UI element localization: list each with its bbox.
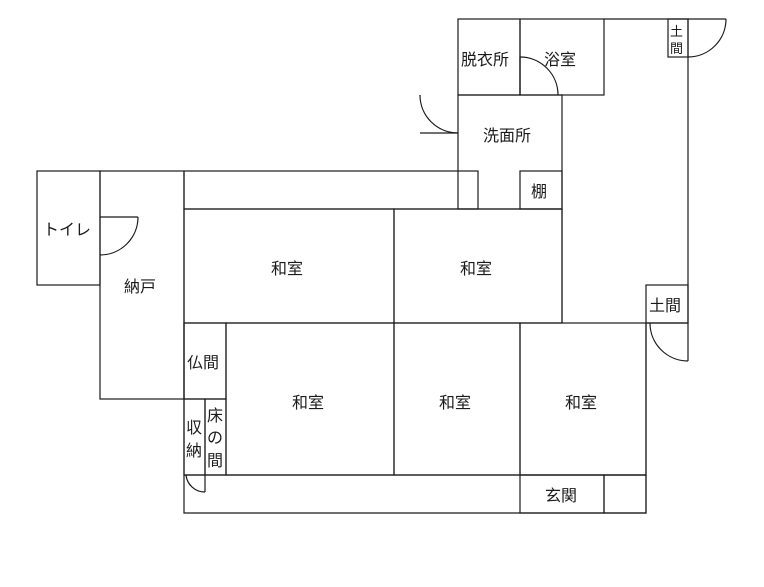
upper-corridor — [183, 170, 479, 210]
shelf-label: 棚 — [531, 182, 547, 201]
washroom-label: 洗面所 — [483, 126, 531, 145]
doma-top-label-2: 間 — [670, 42, 683, 57]
storage-room — [183, 398, 206, 476]
washitsu-lower-right-label: 和室 — [565, 393, 597, 412]
tokonoma-label-1: 床 — [207, 406, 223, 425]
storage-label-2: 納 — [186, 441, 202, 460]
washitsu-lower-middle-label: 和室 — [439, 393, 471, 412]
bathroom-label: 浴室 — [544, 50, 576, 69]
nando-label: 納戸 — [124, 277, 156, 296]
storage-label-1: 収 — [186, 418, 202, 437]
doma-top — [667, 18, 689, 58]
doma-right — [645, 284, 689, 324]
door-bath — [519, 56, 559, 96]
butsuma-label: 仏間 — [187, 353, 219, 372]
door-top-right — [687, 18, 727, 58]
door-washroom — [419, 94, 459, 134]
right-corridor-wall — [183, 18, 689, 514]
washitsu-upper-right-label: 和室 — [460, 259, 492, 278]
doma-top-label-1: 土 — [670, 25, 683, 40]
door-toilet — [99, 216, 139, 256]
changing-room-label: 脱衣所 — [461, 50, 509, 69]
tokonoma-label-3: 間 — [207, 451, 223, 470]
toilet-label: トイレ — [43, 220, 91, 239]
doma-right-label: 土間 — [649, 296, 681, 315]
entrance-label: 玄関 — [545, 486, 577, 505]
washitsu-upper-left-label: 和室 — [271, 259, 303, 278]
door-storage — [185, 474, 206, 493]
washitsu-lower-left-label: 和室 — [292, 393, 324, 412]
tokonoma-label-2: の — [207, 428, 223, 447]
entrance-side — [603, 474, 647, 514]
door-doma-right — [649, 322, 689, 362]
